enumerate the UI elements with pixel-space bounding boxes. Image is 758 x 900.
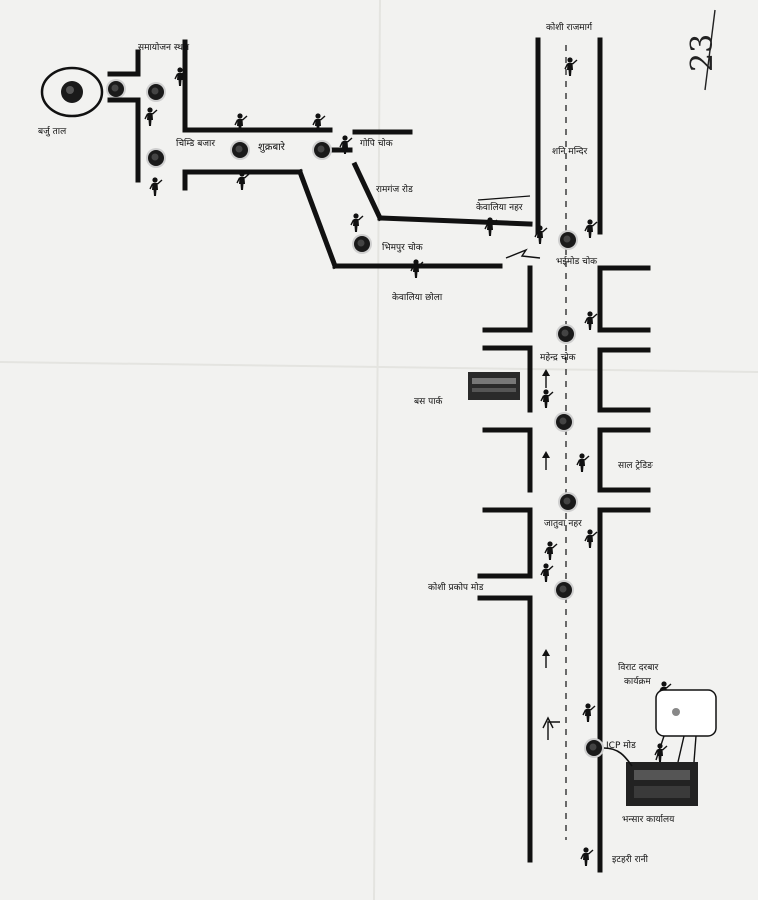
barju-lake [40, 66, 126, 118]
label-shukrabare: शुक्रबारे [258, 141, 286, 153]
label-chimdi-bazar: चिम्डि बजार [176, 137, 215, 149]
label-bhaimod-chowk: भईमोड चोक [556, 255, 598, 267]
label-gopi-chowk: गोपि चोक [360, 137, 394, 149]
label-koshi-rajmarg: कोशी राजमार्ग [546, 21, 593, 33]
label-sal-trading: साल ट्रेडिङ [618, 459, 653, 471]
label-jatuwa-nahar: जातुवा नहर [544, 519, 582, 529]
building-icon [626, 762, 698, 806]
page-number: 23 [685, 9, 720, 91]
label-mahendra-chowk: महेन्द्र चोक [540, 351, 577, 363]
label-kekaliya-chhola: केवालिया छोला [392, 291, 443, 303]
icp-connector [603, 747, 633, 767]
label-samayojan-sthal: समायोजन स्थल [138, 41, 190, 53]
svg-text:23: 23 [685, 34, 720, 72]
label-itahari-rani: इटहरी रानी [612, 853, 649, 865]
label-bhimpur-chowk: भिमपुर चोक [382, 241, 424, 253]
label-icp-mod: ICP मोड [606, 739, 636, 751]
label-bus-park: बस पार्क [414, 395, 444, 407]
program-venue [655, 689, 717, 763]
label-underline [477, 195, 531, 201]
label-ramganj-road: रामगंज रोड [376, 183, 413, 195]
label-kekaliya-nahar: केवालिया नहर [476, 201, 523, 213]
roads [107, 37, 651, 873]
label-bhansar-karyalaya: भन्सार कार्यालय [622, 813, 675, 825]
direction-arrow-icon [505, 248, 560, 740]
label-koshi-prakop-mod: कोशी प्रकोप मोड [428, 581, 484, 593]
label-karyakram: कार्यक्रम [624, 675, 651, 687]
bus-icon [468, 372, 520, 400]
place-labels: बर्जु ताल समायोजन स्थल चिम्डि बजार शुक्र… [38, 21, 675, 865]
label-barjutal: बर्जु ताल [38, 125, 67, 137]
label-shani-mandir: शनि मन्दिर [552, 145, 588, 157]
label-birat-darbar: विराट दरबार [618, 661, 659, 673]
